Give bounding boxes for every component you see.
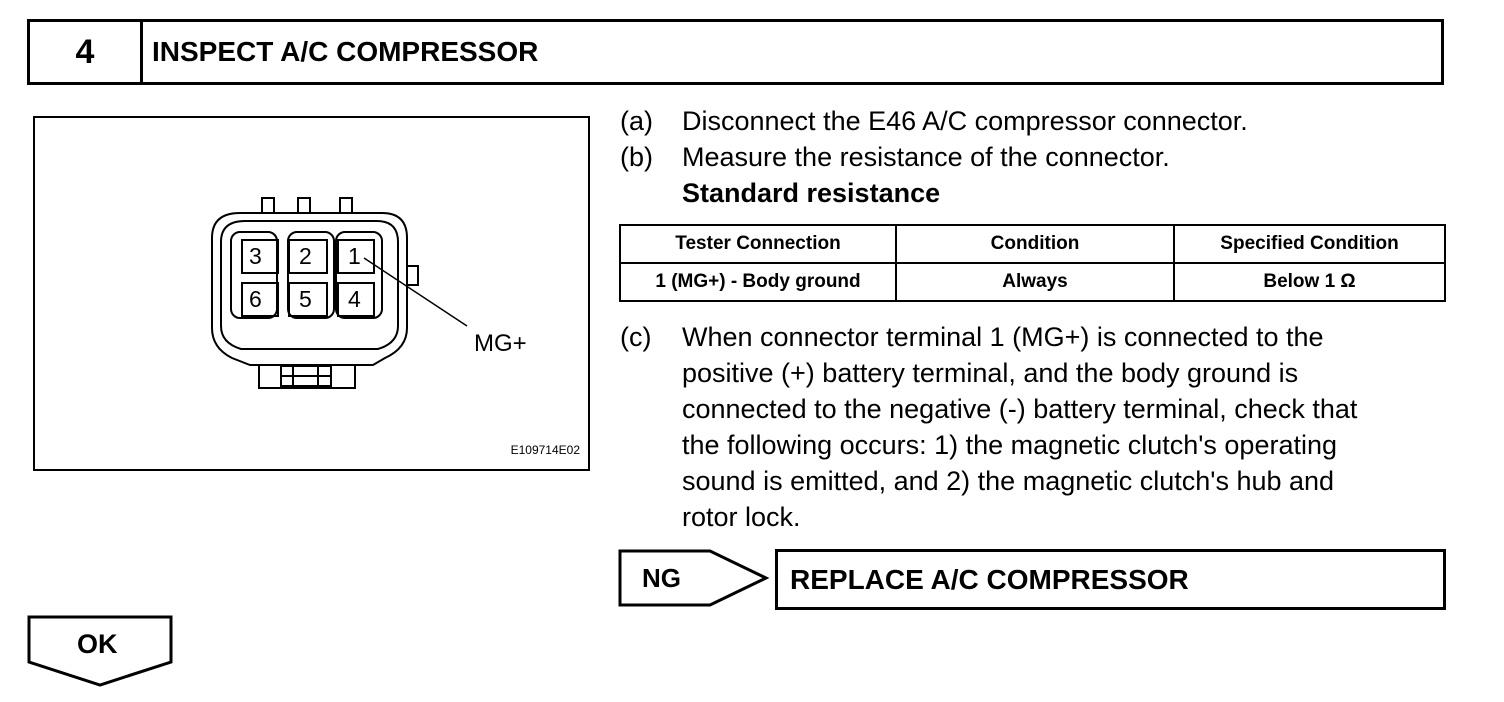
ok-branch: OK bbox=[27, 615, 175, 694]
table-cell: Always bbox=[895, 262, 1175, 302]
text-line: positive (+) battery terminal, and the b… bbox=[682, 358, 1299, 388]
step-b: (b) Measure the resistance of the connec… bbox=[620, 139, 1450, 175]
procedure-steps: (a) Disconnect the E46 A/C compressor co… bbox=[620, 103, 1450, 211]
step-text: Measure the resistance of the connector. bbox=[682, 142, 1170, 172]
text-line: rotor lock. bbox=[682, 502, 801, 532]
column-header: Tester Connection bbox=[619, 224, 897, 264]
ok-label: OK bbox=[77, 629, 118, 659]
terminal-callout: MG+ bbox=[474, 330, 527, 357]
ng-label: NG bbox=[642, 563, 681, 593]
step-label: (b) bbox=[620, 142, 653, 172]
pin-label: 5 bbox=[299, 286, 312, 312]
step-c: (c) When connector terminal 1 (MG+) is c… bbox=[620, 319, 1450, 535]
standard-resistance-label: Standard resistance bbox=[682, 178, 941, 208]
text-line: the following occurs: 1) the magnetic cl… bbox=[682, 430, 1338, 460]
ng-branch: NG bbox=[618, 549, 770, 612]
pin-label: 6 bbox=[249, 286, 262, 312]
step-title: INSPECT A/C COMPRESSOR bbox=[152, 36, 539, 67]
table-header-row: Tester Connection Condition Specified Co… bbox=[619, 224, 1446, 264]
text-line: When connector terminal 1 (MG+) is conne… bbox=[682, 322, 1324, 352]
column-header: Condition bbox=[895, 224, 1175, 264]
column-header: Specified Condition bbox=[1173, 224, 1446, 264]
step-text: When connector terminal 1 (MG+) is conne… bbox=[682, 319, 1450, 535]
pin-label: 3 bbox=[249, 243, 262, 269]
text-line: connected to the negative (-) battery te… bbox=[682, 394, 1358, 424]
step-a: (a) Disconnect the E46 A/C compressor co… bbox=[620, 103, 1450, 139]
step-text: Disconnect the E46 A/C compressor connec… bbox=[682, 106, 1248, 136]
table-cell: 1 (MG+) - Body ground bbox=[619, 262, 897, 302]
table-cell: Below 1 Ω bbox=[1173, 262, 1446, 302]
pin-label: 1 bbox=[348, 243, 361, 269]
step-label: (a) bbox=[620, 106, 653, 136]
connector-diagram bbox=[211, 197, 468, 389]
step-label: (c) bbox=[620, 322, 652, 352]
step-number: 4 bbox=[30, 22, 143, 82]
resistance-spec-table: Tester Connection Condition Specified Co… bbox=[619, 224, 1446, 302]
ng-action-box: REPLACE A/C COMPRESSOR bbox=[775, 549, 1446, 610]
step-header: 4 INSPECT A/C COMPRESSOR bbox=[27, 19, 1444, 85]
text-line: sound is emitted, and 2) the magnetic cl… bbox=[682, 466, 1335, 496]
pin-label: 4 bbox=[348, 286, 361, 312]
pin-label: 2 bbox=[299, 243, 312, 269]
ok-arrow-icon bbox=[27, 615, 173, 687]
figure-code: E109714E02 bbox=[510, 443, 580, 457]
table-row: 1 (MG+) - Body ground Always Below 1 Ω bbox=[619, 262, 1446, 302]
connector-figure: 3 2 1 6 5 4 MG+ E109714E02 bbox=[33, 116, 590, 471]
ng-arrow-icon bbox=[618, 549, 770, 607]
